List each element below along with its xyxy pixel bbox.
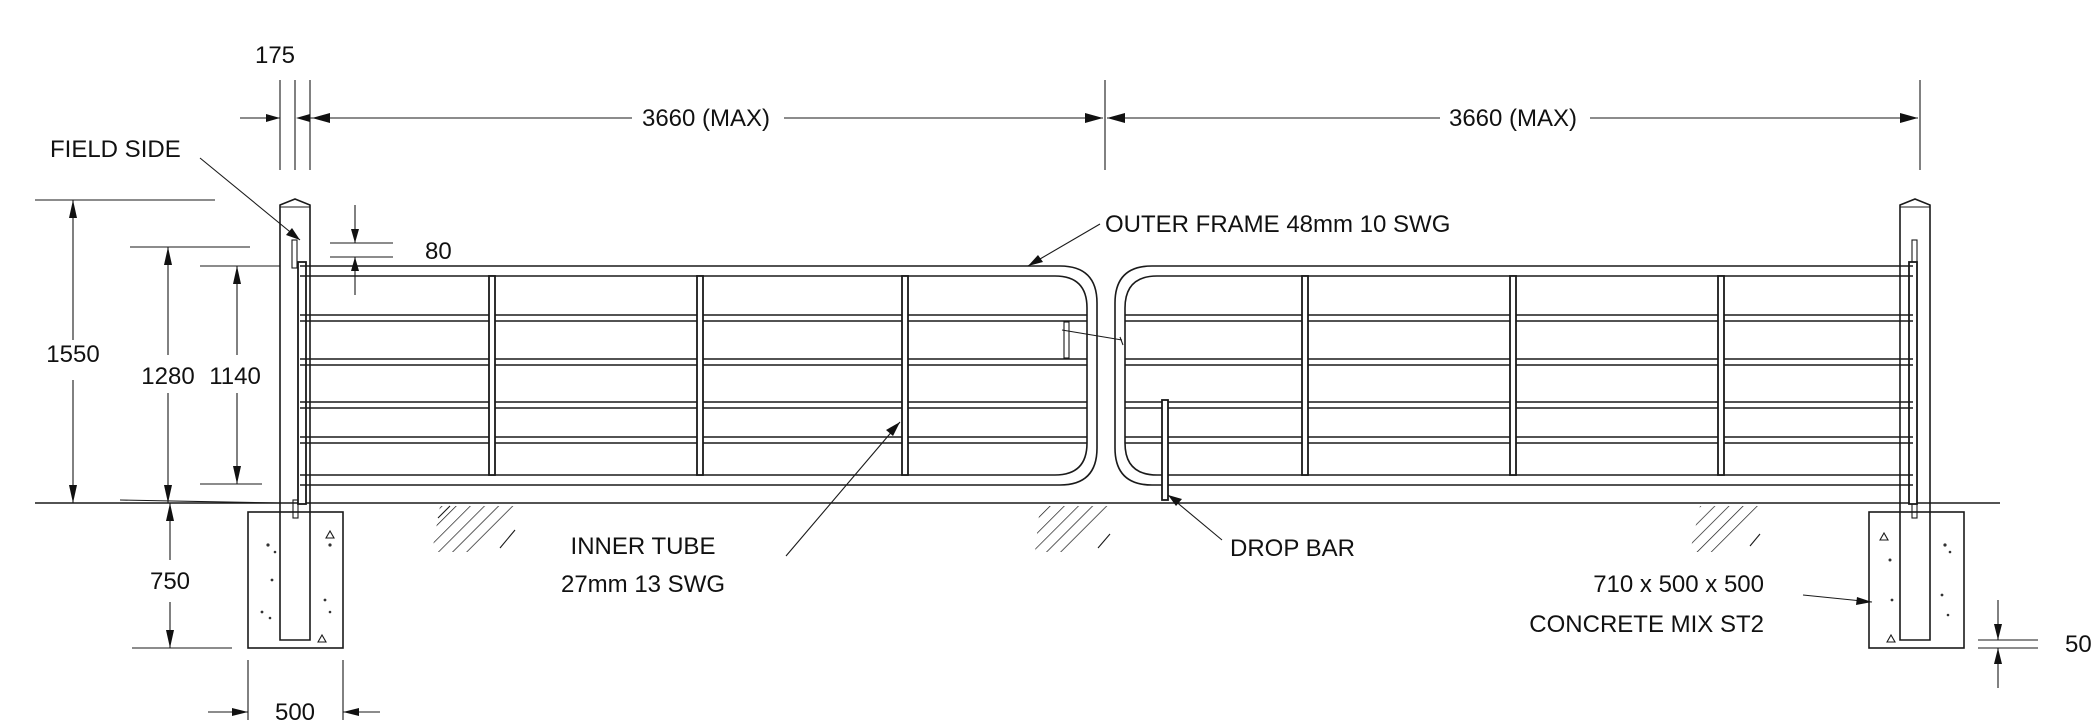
ground-hatch-center (1035, 506, 1112, 552)
gate-leaf-right (1114, 261, 1918, 505)
dim-3660-right-label: 3660 (MAX) (1449, 105, 1577, 132)
dim-500-label: 500 (275, 699, 315, 720)
dim-3660-left-label: 3660 (MAX) (642, 105, 770, 132)
concrete-mix-label: CONCRETE MIX ST2 (1529, 611, 1764, 638)
concrete-footing-right (1868, 511, 1965, 649)
dimension-top (240, 80, 1921, 170)
concrete-footing-left (247, 511, 344, 649)
dimension-1550 (35, 199, 215, 503)
dim-750-label: 750 (150, 568, 190, 595)
post-left (279, 198, 311, 641)
dim-80-label: 80 (425, 238, 452, 265)
drop-bar-label: DROP BAR (1230, 535, 1355, 562)
drop-bar (1161, 399, 1169, 501)
concrete-size-label: 710 x 500 x 500 (1593, 571, 1764, 598)
dimension-50 (1978, 600, 2038, 688)
inner-tube-label-line1: INNER TUBE (571, 533, 716, 560)
dimension-80 (330, 205, 393, 295)
gate-leaf-left (297, 261, 1124, 505)
inner-tube-label-line2: 27mm 13 SWG (561, 571, 725, 598)
dim-1140-label: 1140 (209, 363, 261, 390)
dimension-1140 (200, 265, 280, 485)
dim-175-label: 175 (255, 42, 295, 69)
dim-1280-label: 1280 (141, 363, 194, 390)
dim-50-label: 50 (2065, 631, 2092, 658)
dimension-1280 (119, 246, 281, 504)
dimension-750 (132, 503, 232, 649)
ground-hatch-left (432, 505, 516, 552)
outer-frame-label: OUTER FRAME 48mm 10 SWG (1105, 211, 1450, 238)
dim-1550-label: 1550 (46, 341, 99, 368)
ground-hatch-right (1690, 506, 1761, 552)
dimension-500 (208, 660, 380, 720)
field-side-label: FIELD SIDE (50, 136, 181, 163)
